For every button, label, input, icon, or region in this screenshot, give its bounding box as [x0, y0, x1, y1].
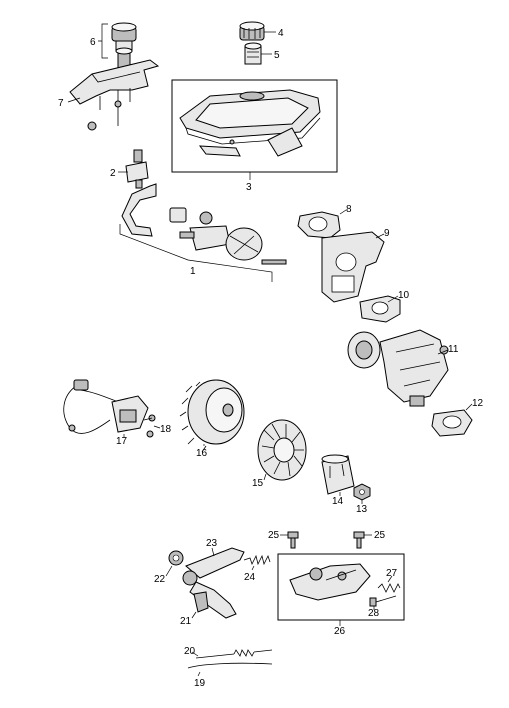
- part-13-nut: [353, 483, 371, 501]
- callout-13: 13: [356, 504, 368, 515]
- part-18-screws: [143, 414, 156, 438]
- box-part-26: [277, 553, 405, 621]
- leader-9: [375, 233, 385, 239]
- part-5-fuel-strainer: [244, 42, 262, 65]
- callout-15: 15: [252, 478, 264, 489]
- callout-26: 26: [334, 626, 346, 637]
- leader-11: [437, 349, 449, 355]
- part-1-assembly: [121, 183, 287, 265]
- part-3-fuel-tank: [179, 89, 321, 157]
- callout-10: 10: [398, 290, 410, 301]
- callout-18: 18: [160, 424, 172, 435]
- leader-15: [263, 473, 267, 481]
- part-21-clamp: [193, 591, 209, 613]
- part-19-throttle-rod: [187, 662, 273, 669]
- part-10-gasket: [359, 295, 401, 323]
- callout-1: 1: [190, 266, 196, 277]
- bracket-1: [119, 224, 273, 282]
- callout-12: 12: [472, 398, 484, 409]
- callout-8: 8: [346, 204, 352, 215]
- callout-20: 20: [184, 646, 196, 657]
- callout-16: 16: [196, 448, 208, 459]
- callout-17: 17: [116, 436, 128, 447]
- part-23-governor-lever: [182, 547, 245, 619]
- callout-6: 6: [90, 37, 96, 48]
- leader-8: [339, 209, 347, 215]
- callout-22: 22: [154, 574, 166, 585]
- part-22-nut: [168, 550, 184, 566]
- part-2-fuel-valve: [125, 149, 149, 189]
- callout-9: 9: [384, 228, 390, 239]
- bracket-6: [98, 23, 108, 59]
- part-28-screw: [369, 595, 397, 607]
- leader-23: [211, 547, 215, 557]
- box-part-3: [171, 79, 338, 173]
- leader-10: [387, 295, 399, 303]
- part-6-fuel-cap-assembly: [111, 22, 137, 76]
- callout-2: 2: [110, 168, 116, 179]
- leader-19: [197, 671, 201, 677]
- leader-20: [191, 651, 199, 657]
- part-25-bolt-left: [287, 531, 299, 549]
- leader-7: [67, 97, 81, 103]
- part-27-spring: [377, 583, 401, 593]
- part-12-gasket: [431, 409, 473, 437]
- callout-25-right: 25: [374, 530, 386, 541]
- leader-27: [387, 575, 393, 583]
- part-24-spring: [243, 554, 271, 566]
- leader-21: [191, 611, 197, 619]
- part-11-carburetor: [347, 329, 449, 407]
- leader-24: [251, 565, 255, 571]
- callout-3: 3: [246, 182, 252, 193]
- part-26-control-plate: [289, 563, 371, 601]
- callout-23: 23: [206, 538, 218, 549]
- callout-19: 19: [194, 678, 206, 689]
- part-8-gasket: [297, 211, 341, 239]
- part-15-fan: [257, 419, 307, 481]
- callout-5: 5: [274, 50, 280, 61]
- callout-11: 11: [448, 344, 459, 355]
- leader-18: [153, 425, 161, 429]
- callout-24: 24: [244, 572, 256, 583]
- leader-12: [465, 403, 473, 411]
- part-16-flywheel: [179, 379, 245, 453]
- part-14-starter-cup: [321, 454, 355, 495]
- part-25-bolt-right: [353, 531, 365, 549]
- callout-27: 27: [386, 568, 398, 579]
- callout-21: 21: [180, 616, 192, 627]
- part-20-governor-spring-rod: [195, 649, 273, 659]
- part-4-fuel-cap: [239, 21, 265, 41]
- leader-22: [165, 565, 173, 577]
- part-9-insulator: [321, 231, 385, 303]
- callout-28: 28: [368, 608, 380, 619]
- part-17-ignition-coil: [63, 379, 149, 434]
- callout-14: 14: [332, 496, 344, 507]
- part-7-tank-bracket: [69, 59, 160, 131]
- callout-25-left: 25: [268, 530, 280, 541]
- callout-4: 4: [278, 28, 284, 39]
- callout-7: 7: [58, 98, 64, 109]
